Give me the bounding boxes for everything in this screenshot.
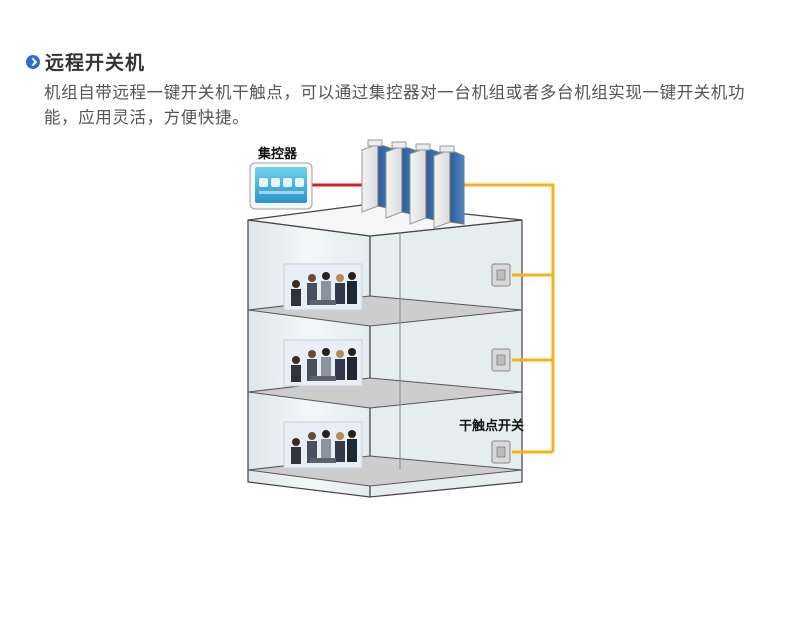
title-row: 远程开关机 <box>26 48 145 75</box>
roof <box>247 203 523 237</box>
chevron-right-circle-icon <box>26 54 40 69</box>
controller-label: 集控器 <box>257 146 298 162</box>
chiller-units <box>361 139 465 229</box>
central-controller[interactable] <box>249 162 313 210</box>
dry-contact-switch-floor-3[interactable] <box>491 440 511 464</box>
switch-wiring <box>462 183 555 454</box>
office-photo-floor-2 <box>283 339 363 387</box>
chiller-unit-4 <box>433 145 465 229</box>
section-title: 远程开关机 <box>45 52 146 74</box>
office-photo-floor-1 <box>283 263 363 311</box>
section-description: 机组自带远程一键开关机干触点，可以通过集控器对一台机组或者多台机组实现一键开关机… <box>44 83 746 127</box>
dry-contact-switch-floor-1[interactable] <box>491 263 511 287</box>
wiring-main <box>462 183 555 452</box>
section-header: 远程开关机 <box>26 48 145 75</box>
dry-contact-switch-floor-2[interactable] <box>491 348 511 372</box>
office-photo-floor-3 <box>283 421 363 469</box>
switch-label: 干触点开关 <box>459 418 524 434</box>
